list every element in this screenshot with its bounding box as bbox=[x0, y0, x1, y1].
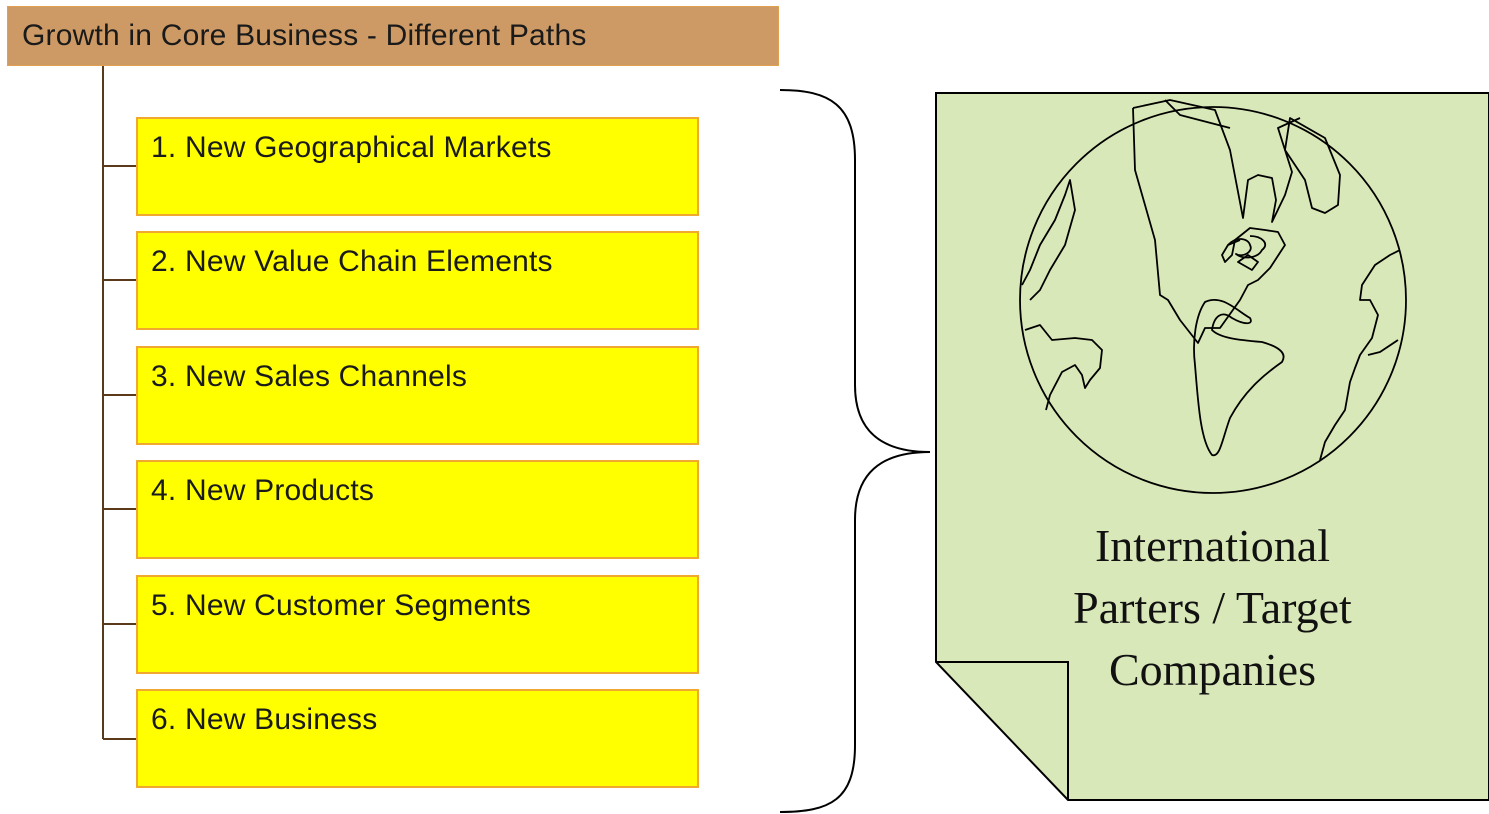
diagram-title-box: Growth in Core Business - Different Path… bbox=[7, 6, 779, 66]
path-box-products: 4. New Products bbox=[136, 460, 699, 559]
path-label: 3. New Sales Channels bbox=[151, 360, 468, 393]
target-label-line-1: International bbox=[1094, 520, 1330, 571]
target-label-line-2: Parters / Target bbox=[1073, 582, 1352, 633]
target-label: International Parters / Target Companies bbox=[985, 515, 1440, 701]
path-box-new-business: 6. New Business bbox=[136, 689, 699, 788]
globe-icon bbox=[1019, 99, 1407, 494]
path-label: 6. New Business bbox=[151, 703, 378, 736]
path-label: 2. New Value Chain Elements bbox=[151, 245, 553, 278]
path-label: 1. New Geographical Markets bbox=[151, 131, 552, 164]
diagram-title: Growth in Core Business - Different Path… bbox=[22, 19, 587, 52]
path-label: 4. New Products bbox=[151, 474, 375, 507]
path-label: 5. New Customer Segments bbox=[151, 589, 531, 622]
path-box-customer-segments: 5. New Customer Segments bbox=[136, 575, 699, 674]
path-box-value-chain-elements: 2. New Value Chain Elements bbox=[136, 231, 699, 330]
curly-brace bbox=[779, 89, 931, 813]
tree-connector bbox=[102, 66, 136, 740]
path-box-sales-channels: 3. New Sales Channels bbox=[136, 346, 699, 445]
target-label-line-3: Companies bbox=[1109, 644, 1316, 695]
path-box-geographical-markets: 1. New Geographical Markets bbox=[136, 117, 699, 216]
